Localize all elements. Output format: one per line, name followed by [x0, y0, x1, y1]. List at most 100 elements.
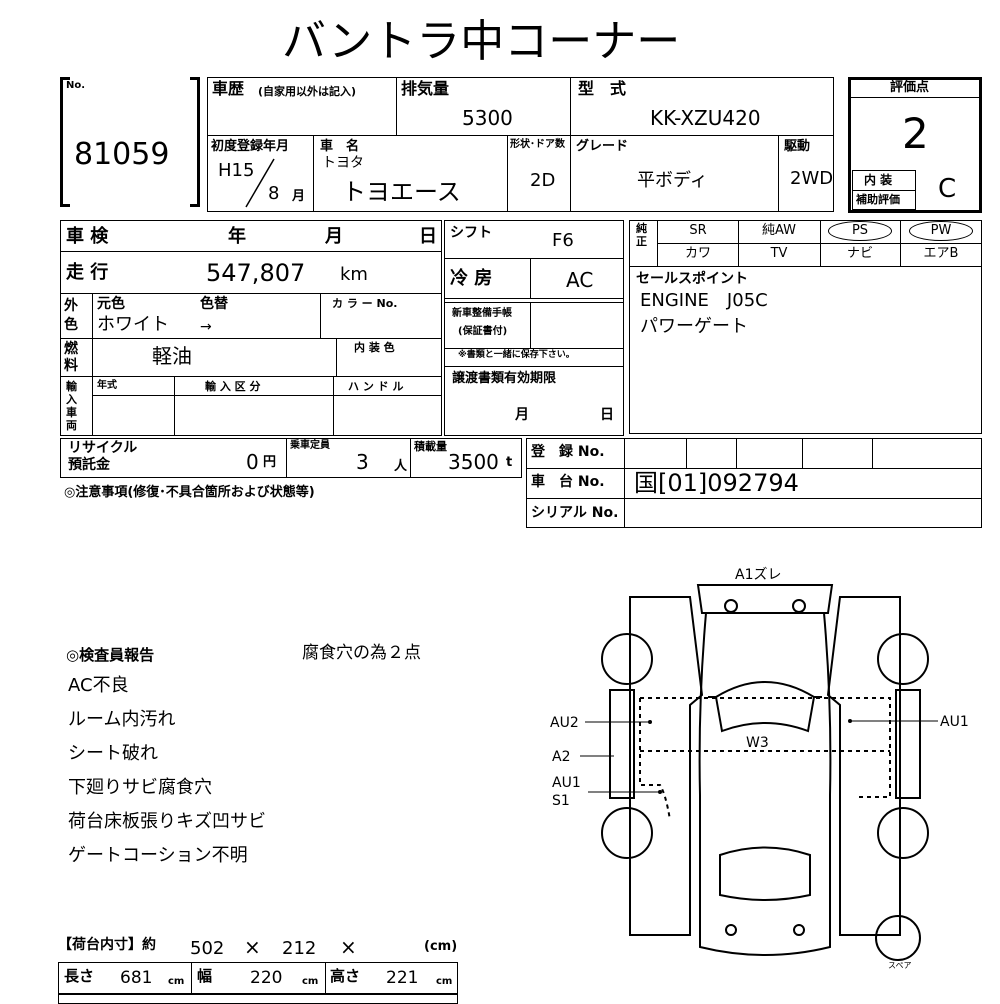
wheel-front-right	[877, 633, 929, 685]
registration-box	[526, 438, 982, 528]
capacity-label: 乗車定員	[290, 440, 330, 451]
manual-label-2: (保証書付)	[458, 326, 508, 337]
length-value: 681	[120, 968, 153, 988]
import-class-label: 輸 入 区 分	[205, 380, 261, 393]
length-label: 長さ	[64, 967, 95, 985]
transfer-label: 譲渡書類有効期限	[452, 371, 557, 386]
recycle-row-box	[60, 438, 522, 478]
mileage-unit: km	[340, 264, 368, 285]
manual-label-1: 新車整備手帳	[452, 308, 512, 319]
shift-value: F6	[552, 230, 574, 251]
doors-value: 2D	[530, 170, 556, 191]
score-value: 2	[902, 109, 929, 158]
left-form-box	[60, 220, 442, 436]
cargo-size-box	[58, 962, 458, 994]
recycle-label-2: 預託金	[68, 457, 110, 473]
inspector-line: ルーム内汚れ	[68, 709, 176, 730]
grade-value: 平ボディ	[637, 170, 708, 191]
score-label: 評価点	[890, 80, 930, 95]
inspector-line: シート破れ	[68, 743, 158, 764]
capacity-value: 3	[356, 450, 369, 474]
label-w3: W3	[746, 735, 769, 751]
page-title: バントラ中コーナー	[282, 16, 681, 67]
exterior-side-label: 外色	[64, 298, 78, 333]
width-unit: cm	[302, 976, 319, 987]
interior-label-2: 補助評価	[856, 193, 900, 206]
mileage-value: 547,807	[206, 259, 306, 287]
front-bumper	[696, 584, 834, 614]
vehicle-diagram: A1ズレ AU2 A2 AU1 S1 AU1 W3 スペア	[550, 567, 969, 970]
lot-bracket-right	[190, 77, 200, 207]
inspection-day-label: 日	[419, 226, 437, 247]
recycle-unit: 円	[263, 455, 277, 470]
lot-bracket-left	[60, 77, 70, 207]
sales-point-label: セールスポイント	[636, 271, 748, 287]
first-reg-slash	[245, 158, 275, 208]
capacity-unit: 人	[394, 459, 408, 474]
inspection-year-label: 年	[228, 226, 246, 247]
right-form-box	[629, 220, 982, 434]
history-note: (自家用以外は記入)	[258, 85, 357, 98]
orig-color-value: ホワイト	[97, 314, 169, 335]
car-name-label: 車 名	[320, 139, 360, 154]
cargo-dim-unit: (cm)	[424, 939, 458, 954]
equipment-row2-item-2: ナビ	[846, 246, 873, 261]
lot-number: 81059	[74, 137, 170, 172]
shift-label: シフト	[450, 225, 492, 241]
manual-note: ※書類と一緒に保存下さい。	[458, 350, 575, 360]
equipment-circle-mark	[909, 221, 973, 241]
handle-label: ハ ン ド ル	[348, 380, 404, 393]
left-step	[609, 689, 635, 799]
label-s1: S1	[552, 793, 570, 809]
equipment-circle-mark	[828, 221, 892, 241]
windshield	[714, 681, 816, 733]
label-a2: A2	[552, 749, 570, 765]
interior-color-label: 内 装 色	[354, 341, 395, 354]
middle-form-box	[444, 220, 624, 436]
inspector-note: 腐食穴の為２点	[302, 643, 421, 663]
transfer-day-label: 日	[600, 407, 614, 423]
length-unit: cm	[168, 976, 185, 987]
model-value: KK-XZU420	[650, 106, 761, 130]
inspector-line: 荷台床板張りキズ凹サビ	[68, 811, 266, 832]
wheel-front-left	[601, 633, 653, 685]
car-name: トヨエース	[342, 178, 461, 206]
drive-label: 駆動	[784, 139, 811, 154]
chassis-no-value: 国[01]092794	[634, 469, 799, 497]
grade-label: グレード	[576, 139, 629, 154]
fuel-side-label: 燃料	[64, 341, 78, 374]
cargo-dim-x1: ×	[244, 935, 261, 959]
first-reg-month-unit: 月	[292, 189, 306, 204]
import-side-label: 輸入車両	[66, 380, 77, 432]
color-change-arrow: →	[200, 319, 212, 335]
caution-label: ◎注意事項(修復･不具合箇所および状態等)	[64, 485, 315, 500]
load-unit: t	[506, 455, 513, 470]
transfer-month-label: 月	[515, 407, 529, 423]
equipment-row1-item-1: 純AW	[761, 223, 797, 238]
color-change-label: 色替	[200, 296, 228, 312]
load-label: 積載量	[414, 440, 447, 453]
label-au1-left: AU1	[552, 775, 581, 791]
cargo-dim-2: 212	[282, 938, 317, 959]
right-door-panel	[826, 596, 901, 936]
recycle-label-1: リサイクル	[68, 440, 138, 456]
inspector-line: 下廻りサビ腐食穴	[68, 777, 212, 798]
inspector-line: AC不良	[68, 675, 129, 696]
mileage-label: 走 行	[66, 262, 109, 283]
recycle-value: 0	[246, 450, 259, 474]
spare-tire	[875, 915, 921, 961]
cargo-label: 【荷台内寸】約	[58, 937, 156, 953]
genuine-label: 純正	[636, 222, 647, 248]
lamp-right	[792, 599, 806, 613]
drive-value: 2WD	[790, 168, 834, 189]
label-a1-top: A1ズレ	[735, 567, 781, 583]
color-no-label: カ ラ ー No.	[332, 297, 398, 310]
wheel-rear-right	[877, 807, 929, 859]
label-spare: スペア	[888, 961, 911, 970]
row1-box	[207, 77, 834, 212]
import-year-label: 年式	[97, 380, 117, 391]
wheel-rear-left	[601, 807, 653, 859]
inspection-month-label: 月	[325, 226, 343, 247]
equipment-row2-item-0: カワ	[684, 246, 711, 261]
inspection-label: 車 検	[66, 226, 109, 247]
